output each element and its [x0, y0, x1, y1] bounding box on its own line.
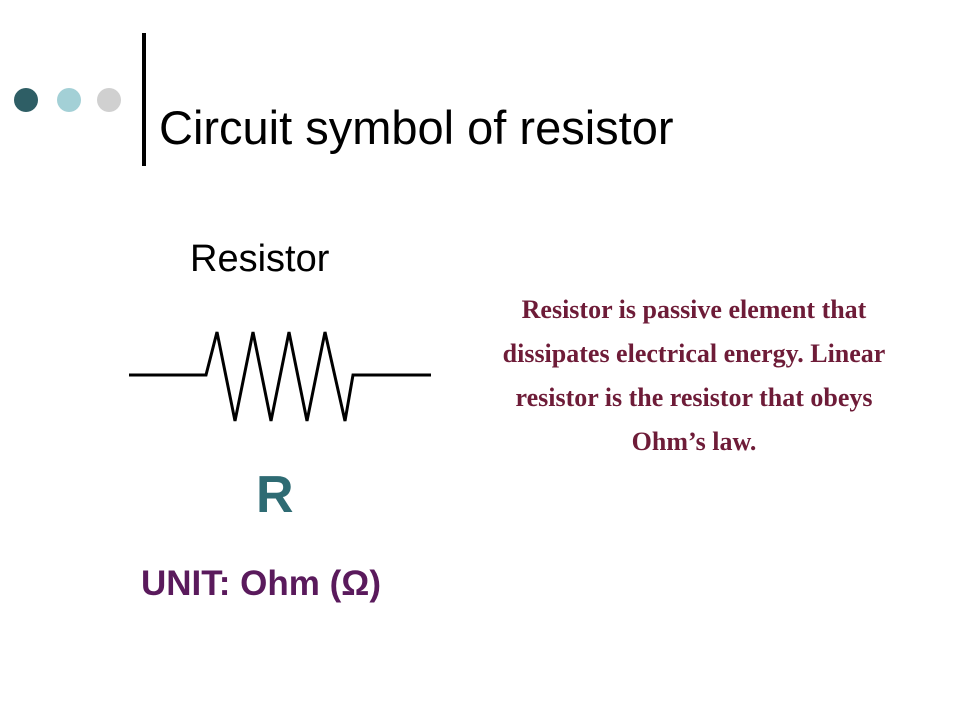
- resistor-label: Resistor: [190, 238, 330, 280]
- decorative-dot-light: [57, 88, 81, 112]
- resistor-symbol-letter: R: [256, 466, 294, 524]
- decorative-dot-gray: [97, 88, 121, 112]
- resistor-symbol: [129, 331, 431, 422]
- slide-title: Circuit symbol of resistor: [159, 101, 674, 154]
- title-divider-bar: [142, 33, 146, 166]
- decorative-dot-dark: [14, 88, 38, 112]
- resistor-description: Resistor is passive element that dissipa…: [502, 295, 886, 456]
- unit-label: UNIT: Ohm (Ω): [141, 564, 381, 603]
- resistor-zigzag-line: [129, 331, 431, 422]
